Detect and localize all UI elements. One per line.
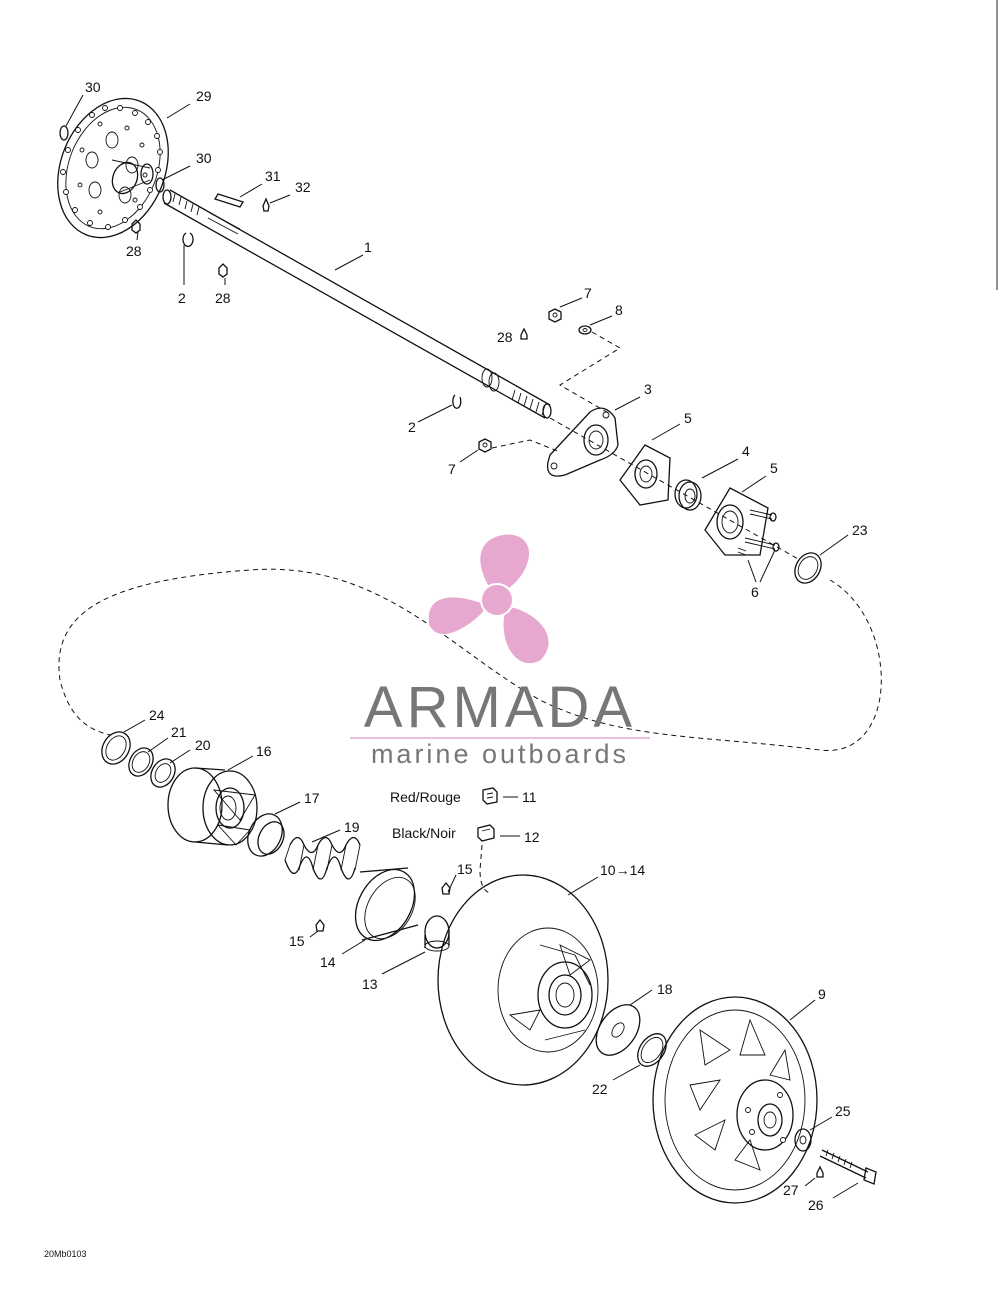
dashed-line-axis: [549, 417, 801, 561]
dashed-line-slider: [479, 844, 491, 894]
bushing-13: [424, 915, 450, 952]
ring-23: [794, 552, 822, 584]
brand-name: ARMADA: [364, 675, 636, 740]
label-15b: 15: [289, 933, 305, 949]
nut-28-left: [131, 219, 141, 234]
circlip-2-lower: [452, 394, 462, 409]
bolt-26: [819, 1149, 877, 1185]
label-7b: 7: [448, 461, 456, 477]
propeller-icon: [428, 534, 549, 663]
label-18: 18: [657, 981, 673, 997]
washer-25: [794, 1128, 812, 1152]
label-30b: 30: [196, 150, 212, 166]
label-16: 16: [256, 743, 272, 759]
dashed-connection-loop: [58, 568, 882, 751]
leader-lines: [65, 94, 859, 1199]
grease-fitting-27: [816, 1165, 824, 1178]
label-2b: 2: [408, 419, 416, 435]
armada-logo: ARMADA marine outboards: [350, 534, 650, 769]
ring-22: [637, 1033, 667, 1067]
label-6: 6: [751, 584, 759, 600]
label-21: 21: [171, 724, 187, 740]
label-13: 13: [362, 976, 378, 992]
label-28a: 28: [126, 243, 142, 259]
label-1: 1: [364, 239, 372, 255]
label-25: 25: [835, 1103, 851, 1119]
slider-shoe-15-lower: [315, 918, 325, 932]
nut-7-top: [548, 308, 562, 323]
circlip-2-upper: [182, 232, 194, 248]
color-legend: Red/Rouge 11 Black/Noir 12: [390, 787, 540, 894]
movable-sheave: [437, 874, 609, 1086]
brake-disc: [57, 97, 169, 239]
label-19: 19: [344, 819, 360, 835]
grease-fitting-32: [262, 197, 270, 212]
label-24: 24: [149, 707, 165, 723]
bolts-6: [737, 509, 780, 556]
figure-code: 20Mb0103: [44, 1249, 87, 1259]
spring-seat-17: [247, 813, 285, 857]
flange-5-right: [704, 487, 769, 556]
label-12: 12: [524, 829, 540, 845]
nut-28-lower: [218, 263, 228, 278]
label-10-14: 10→14: [600, 862, 645, 878]
legend-red-label: Red/Rouge: [390, 789, 461, 805]
dashed-line-bolt: [559, 331, 621, 415]
label-2a: 2: [178, 290, 186, 306]
label-15a: 15: [457, 861, 473, 877]
legend-black-label: Black/Noir: [392, 825, 456, 841]
nut-7-lower: [478, 438, 492, 453]
slider-shoe-15-upper: [441, 881, 451, 895]
slider-red-icon: [482, 787, 498, 805]
flange-5-left: [619, 444, 671, 506]
label-4: 4: [742, 443, 750, 459]
label-17: 17: [304, 790, 320, 806]
label-8: 8: [615, 302, 623, 318]
label-5b: 5: [770, 460, 778, 476]
spring-19: [284, 836, 361, 880]
label-20: 20: [195, 737, 211, 753]
circlip-30-right: [155, 177, 165, 193]
label-3: 3: [644, 381, 652, 397]
label-5a: 5: [684, 410, 692, 426]
washer-8: [578, 325, 592, 335]
washer-18: [595, 1004, 641, 1056]
label-28c: 28: [497, 329, 513, 345]
label-28b: 28: [215, 290, 231, 306]
label-26: 26: [808, 1197, 824, 1213]
label-31: 31: [265, 168, 281, 184]
label-27: 27: [783, 1182, 799, 1198]
slider-black-icon: [477, 824, 495, 842]
nut-28-right: [520, 327, 528, 340]
ring-20: [150, 758, 176, 788]
bearing-plate-3: [546, 407, 619, 477]
label-7a: 7: [584, 285, 592, 301]
ring-21: [128, 747, 154, 777]
bearing-4: [674, 479, 702, 511]
label-22: 22: [592, 1081, 608, 1097]
circlip-30-left: [59, 125, 69, 141]
label-14: 14: [320, 954, 336, 970]
label-30a: 30: [85, 79, 101, 95]
label-23: 23: [852, 522, 868, 538]
brake-disc-holes: [60, 105, 163, 230]
ring-24: [101, 731, 131, 765]
label-9: 9: [818, 986, 826, 1002]
key-31: [214, 193, 244, 208]
label-11: 11: [522, 789, 537, 805]
cam-16: [167, 767, 258, 846]
brand-tagline: marine outboards: [371, 739, 629, 769]
sleeve-14: [354, 867, 419, 942]
label-29: 29: [196, 88, 212, 104]
dashed-line-nut: [491, 439, 561, 453]
fixed-sheave-9: [652, 996, 818, 1204]
drive-shaft: [162, 189, 552, 419]
label-32: 32: [295, 179, 311, 195]
